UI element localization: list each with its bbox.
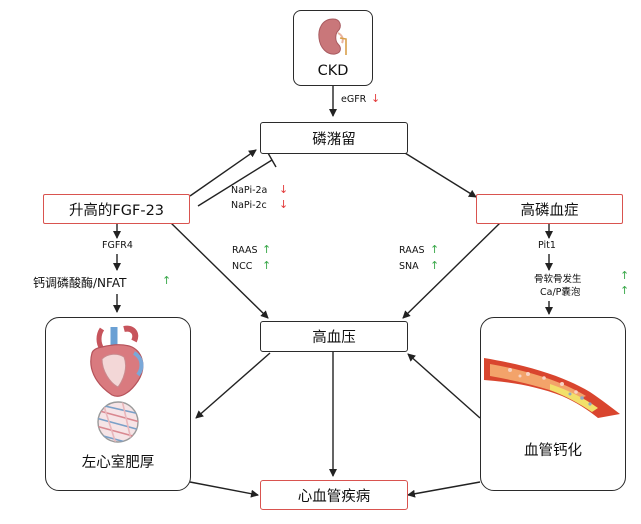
cap-up-arrow: ↑ (620, 284, 630, 297)
cardiovascular-disease-box: 心血管疾病 (260, 480, 408, 510)
cardiovascular-disease-label: 心血管疾病 (297, 488, 371, 505)
egfr-label: eGFR (341, 94, 367, 105)
ncc-label: NCC (232, 261, 253, 272)
raas-right-up-arrow: ↑ (430, 243, 440, 256)
calcified-vessel-icon (484, 358, 620, 418)
myocardium-tissue-icon (97, 401, 139, 443)
ckd-box: CKD (293, 10, 373, 86)
kidney-icon (318, 18, 347, 55)
heart-icon (90, 325, 144, 397)
calcineurin-nfat-label: 钙调磷酸酶/NFAT (33, 276, 127, 290)
hypertension-box: 高血压 (260, 321, 408, 352)
hyperphosphatemia-label: 高磷血症 (520, 202, 579, 219)
vascular-calcification-label: 血管钙化 (524, 443, 582, 459)
napi2a-down-arrow: ↓ (279, 183, 289, 196)
osteo-up-arrow: ↑ (620, 269, 630, 282)
hyperphosphatemia-box: 高磷血症 (476, 194, 623, 224)
sna-up-arrow: ↑ (430, 259, 440, 272)
osteochondrogenesis-label: 骨软骨发生 (534, 274, 582, 285)
elevated-fgf23-label: 升高的FGF-23 (68, 202, 165, 219)
phosphate-retention-label: 磷潴留 (312, 131, 356, 148)
napi2c-down-arrow: ↓ (279, 198, 289, 211)
phosphate-retention-box: 磷潴留 (260, 122, 408, 154)
calcineurin-up-arrow: ↑ (162, 274, 172, 287)
napi2c-label: NaPi-2c (231, 200, 267, 211)
raas-right-label: RAAS (399, 245, 425, 256)
sna-label: SNA (399, 261, 419, 272)
ncc-up-arrow: ↑ (262, 259, 272, 272)
lvh-label: 左心室肥厚 (81, 455, 155, 471)
fgfr4-label: FGFR4 (102, 240, 133, 251)
raas-left-up-arrow: ↑ (262, 243, 272, 256)
ckd-label: CKD (317, 63, 349, 79)
pit1-label: Pit1 (538, 240, 556, 251)
egfr-down-arrow: ↓ (371, 92, 381, 105)
elevated-fgf23-box: 升高的FGF-23 (43, 194, 190, 224)
cap-vesicle-label: Ca/P囊泡 (540, 287, 581, 298)
napi2a-label: NaPi-2a (231, 185, 268, 196)
hypertension-label: 高血压 (312, 330, 356, 346)
raas-left-label: RAAS (232, 245, 258, 256)
